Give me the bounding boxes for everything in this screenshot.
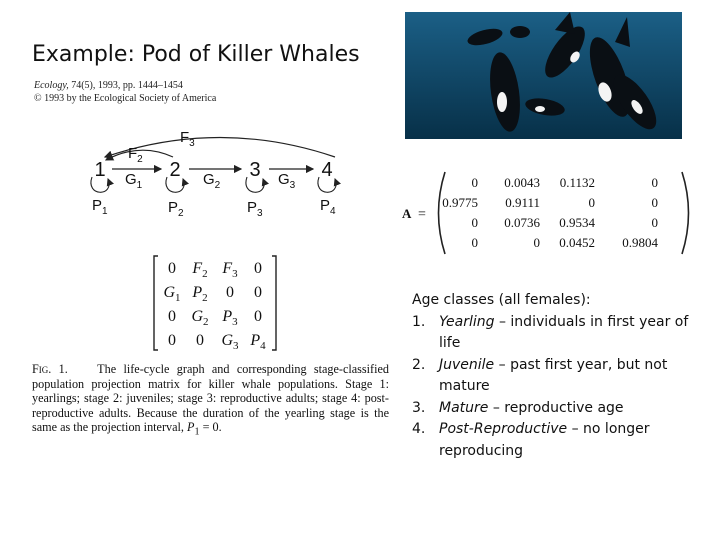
symbolic-matrix-cell: 0 [254,284,262,301]
killer-whale-photo [405,12,682,139]
growth-label-1: G1 [125,171,143,191]
matrix-cell: 0.0736 [504,215,540,230]
matrix-cell: 0 [472,235,479,250]
list-term: Yearling [439,313,495,330]
matrix-cell: 0.0452 [559,235,595,250]
matrix-cell: 0.9534 [559,215,595,230]
self-loop-1 [90,176,114,193]
matrix-cell: 0 [534,235,541,250]
list-item: 2. Juvenile – past first year, but not ma… [412,355,712,398]
persistence-label-4: P4 [320,197,336,217]
list-description: – past first year, but not mature [439,356,668,395]
caption-variable: P [187,420,195,434]
figure-label: Fig. 1. [32,362,68,376]
list-number: 1. [412,313,426,330]
list-term: Juvenile [439,356,495,373]
matrix-cell: 0 [472,215,479,230]
matrix-cell: 0 [652,175,659,190]
stage-node-4: 4 [321,159,332,181]
citation-journal-name: Ecology, [34,80,69,91]
symbolic-matrix-cell: 0 [168,260,176,277]
list-item: 4. Post-Reproductive – no longer reproduc… [412,419,712,462]
list-description: – no longer reproducing [439,421,650,459]
growth-label-3: G3 [278,171,296,191]
left-bracket [437,171,446,255]
list-number: 3. [412,399,426,416]
persistence-label-2: P2 [168,199,184,219]
symbolic-matrix-cell: P4 [249,332,266,352]
list-item: 3. Mature – reproductive age [412,398,712,420]
stage-node-1: 1 [94,159,105,181]
figure-caption: Fig. 1. The life-cycle graph and corresp… [32,362,389,440]
matrix-cell: 0 [472,175,479,190]
citation-copyright: © 1993 by the Ecological Society of Amer… [34,93,217,104]
symbolic-matrix-cell: 0 [226,284,234,301]
symbolic-matrix-cell: 0 [196,332,204,349]
stage-node-3: 3 [249,159,260,181]
projection-matrix: A = 0 0.0043 0.1132 0 0.9775 0.9111 0 0 0 0.0736 0… [402,171,690,255]
list-number: 2. [412,356,426,373]
caption-end: = 0. [199,420,222,434]
age-classes-list: 1. Yearling – individuals in first year o… [412,312,712,463]
matrix-cell: 0.9804 [622,235,658,250]
symbolic-matrix-cell: F2 [191,260,207,280]
list-term: Post-Reproductive [439,421,568,437]
matrix-cell: 0 [652,215,659,230]
life-cycle-graph: 1 2 3 4 F3 F2 G1 G2 G3 P1 P2 P3 P4 [90,129,341,219]
fecundity-label-3: F3 [180,129,195,149]
age-classes-heading: Age classes (all females): [412,292,591,308]
self-loop-4 [317,176,341,193]
fecundity-arc-2 [104,149,174,161]
matrix-cell: 0 [652,195,659,210]
matrix-cell: 0.1132 [560,175,595,190]
self-loop-2 [165,176,189,193]
stage-node-2: 2 [169,159,180,181]
age-classes: Age classes (all females): 1. Yearling – … [412,290,712,462]
matrix-cell: 0.9111 [505,195,540,210]
symbolic-matrix-cell: 0 [254,308,262,325]
symbolic-matrix-cell: G2 [191,308,208,328]
fecundity-arc-3 [103,136,336,159]
fecundity-label-2: F2 [128,145,143,165]
self-loop-3 [245,176,269,193]
persistence-label-1: P1 [92,197,108,217]
list-item: 1. Yearling – individuals in first year o… [412,312,712,355]
symbolic-matrix-cell: 0 [254,260,262,277]
symbolic-matrix-cell: P2 [191,284,207,304]
symbolic-matrix-cell: P3 [221,308,238,328]
symbolic-matrix-cell: G1 [163,284,180,304]
matrix-cell: 0.0043 [504,175,540,190]
matrix-cell: 0.9775 [442,195,478,210]
citation-journal: Ecology, 74(5), 1993, pp. 1444–1454 [34,80,183,91]
symbolic-right-bracket [272,255,277,351]
persistence-label-3: P3 [247,199,263,219]
list-description: – individuals in first year of life [439,313,689,352]
symbolic-matrix-cell: 0 [168,308,176,325]
symbolic-matrix-cell: G3 [221,332,239,352]
list-number: 4. [412,421,426,437]
matrix-name: A [402,206,412,221]
symbolic-left-bracket [153,255,158,351]
matrix-cell: 0 [589,195,596,210]
caption-text: The life-cycle graph and corresponding s… [32,362,390,434]
symbolic-matrix-cell: 0 [168,332,176,349]
growth-label-2: G2 [203,171,221,191]
right-bracket [681,171,690,255]
caption-variable-sub: 1 [194,426,200,438]
list-term: Mature [439,399,489,416]
slide-title: Example: Pod of Killer Whales [32,42,360,67]
citation-details: 74(5), 1993, pp. 1444–1454 [68,80,183,91]
symbolic-matrix-cell: F3 [221,260,238,280]
matrix-equals: = [418,207,426,222]
list-description: – reproductive age [488,399,624,416]
